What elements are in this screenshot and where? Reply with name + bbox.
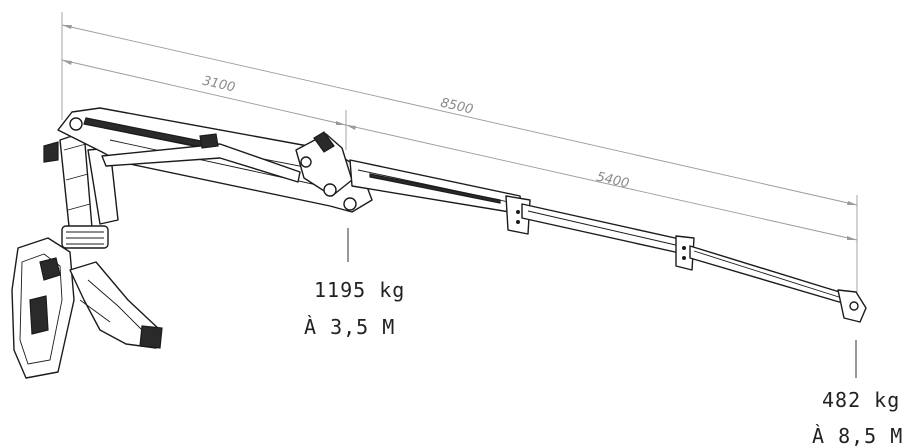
- outer-boom-line: [693, 250, 843, 299]
- arrowhead-icon: [62, 60, 72, 65]
- main-cylinder: [101, 143, 301, 183]
- outer-boom-section-2: [521, 203, 685, 255]
- crane-base: [11, 131, 163, 379]
- near-load-weight: 1195 kg: [314, 278, 405, 302]
- arrowhead-icon: [336, 121, 346, 125]
- tip-pin: [849, 301, 859, 311]
- base-plate: [29, 295, 49, 335]
- base-clamp: [39, 257, 61, 281]
- arrowhead-icon: [847, 236, 857, 240]
- bolt-icon: [516, 220, 520, 224]
- bolt-icon: [682, 246, 686, 250]
- dimension-inner-line: [61, 59, 347, 126]
- dimension-overall-line: [61, 24, 858, 206]
- slewing-gear: [61, 225, 109, 249]
- far-load-reach: À 8,5 M: [812, 424, 903, 448]
- dimension-inner-label: 3100: [201, 74, 237, 96]
- pivot-pin: [69, 117, 83, 131]
- column-line: [67, 203, 91, 211]
- column-line: [65, 173, 89, 181]
- stabilizer-rib: [79, 299, 111, 323]
- knuckle-hook: [313, 131, 335, 153]
- hose-block: [43, 141, 59, 163]
- dimension-overall-label: 8500: [439, 96, 475, 118]
- dimension-overall: 8500: [61, 24, 858, 206]
- column-line: [63, 143, 87, 151]
- inner-boom-edge: [109, 139, 341, 191]
- column: [59, 131, 93, 237]
- dimension-lines: 8500 3100 5400: [61, 12, 858, 300]
- arrowhead-icon: [346, 125, 356, 130]
- telescopic-boom: [349, 159, 867, 378]
- near-load-reach: À 3,5 M: [304, 315, 395, 339]
- cylinder-mount: [199, 133, 219, 149]
- far-load-weight: 482 kg: [822, 388, 900, 412]
- pivot-pin: [323, 183, 337, 197]
- stabilizer-foot: [139, 325, 163, 349]
- load-labels: 1195 kg À 3,5 M 482 kg À 8,5 M: [304, 278, 903, 448]
- outer-boom-hose: [369, 173, 501, 204]
- arrowhead-icon: [62, 25, 72, 29]
- arrowhead-icon: [847, 201, 857, 205]
- bolt-icon: [682, 256, 686, 260]
- dimension-inner-boom: 3100: [61, 59, 347, 126]
- outer-boom-section-3: [689, 245, 847, 305]
- extension-clamp-2: [675, 235, 695, 271]
- inner-boom: [57, 107, 373, 262]
- dimension-outer-boom: 5400: [345, 124, 858, 241]
- bolt-icon: [516, 210, 520, 214]
- outer-boom-line: [527, 210, 681, 247]
- crane-drawing: [11, 107, 867, 379]
- stabilizer-rib: [87, 279, 143, 331]
- dimension-outer-line: [345, 124, 858, 241]
- dimension-outer-label: 5400: [595, 170, 631, 192]
- pivot-pin: [300, 156, 312, 168]
- base-frame-inner: [19, 253, 63, 365]
- pivot-pin: [343, 197, 357, 211]
